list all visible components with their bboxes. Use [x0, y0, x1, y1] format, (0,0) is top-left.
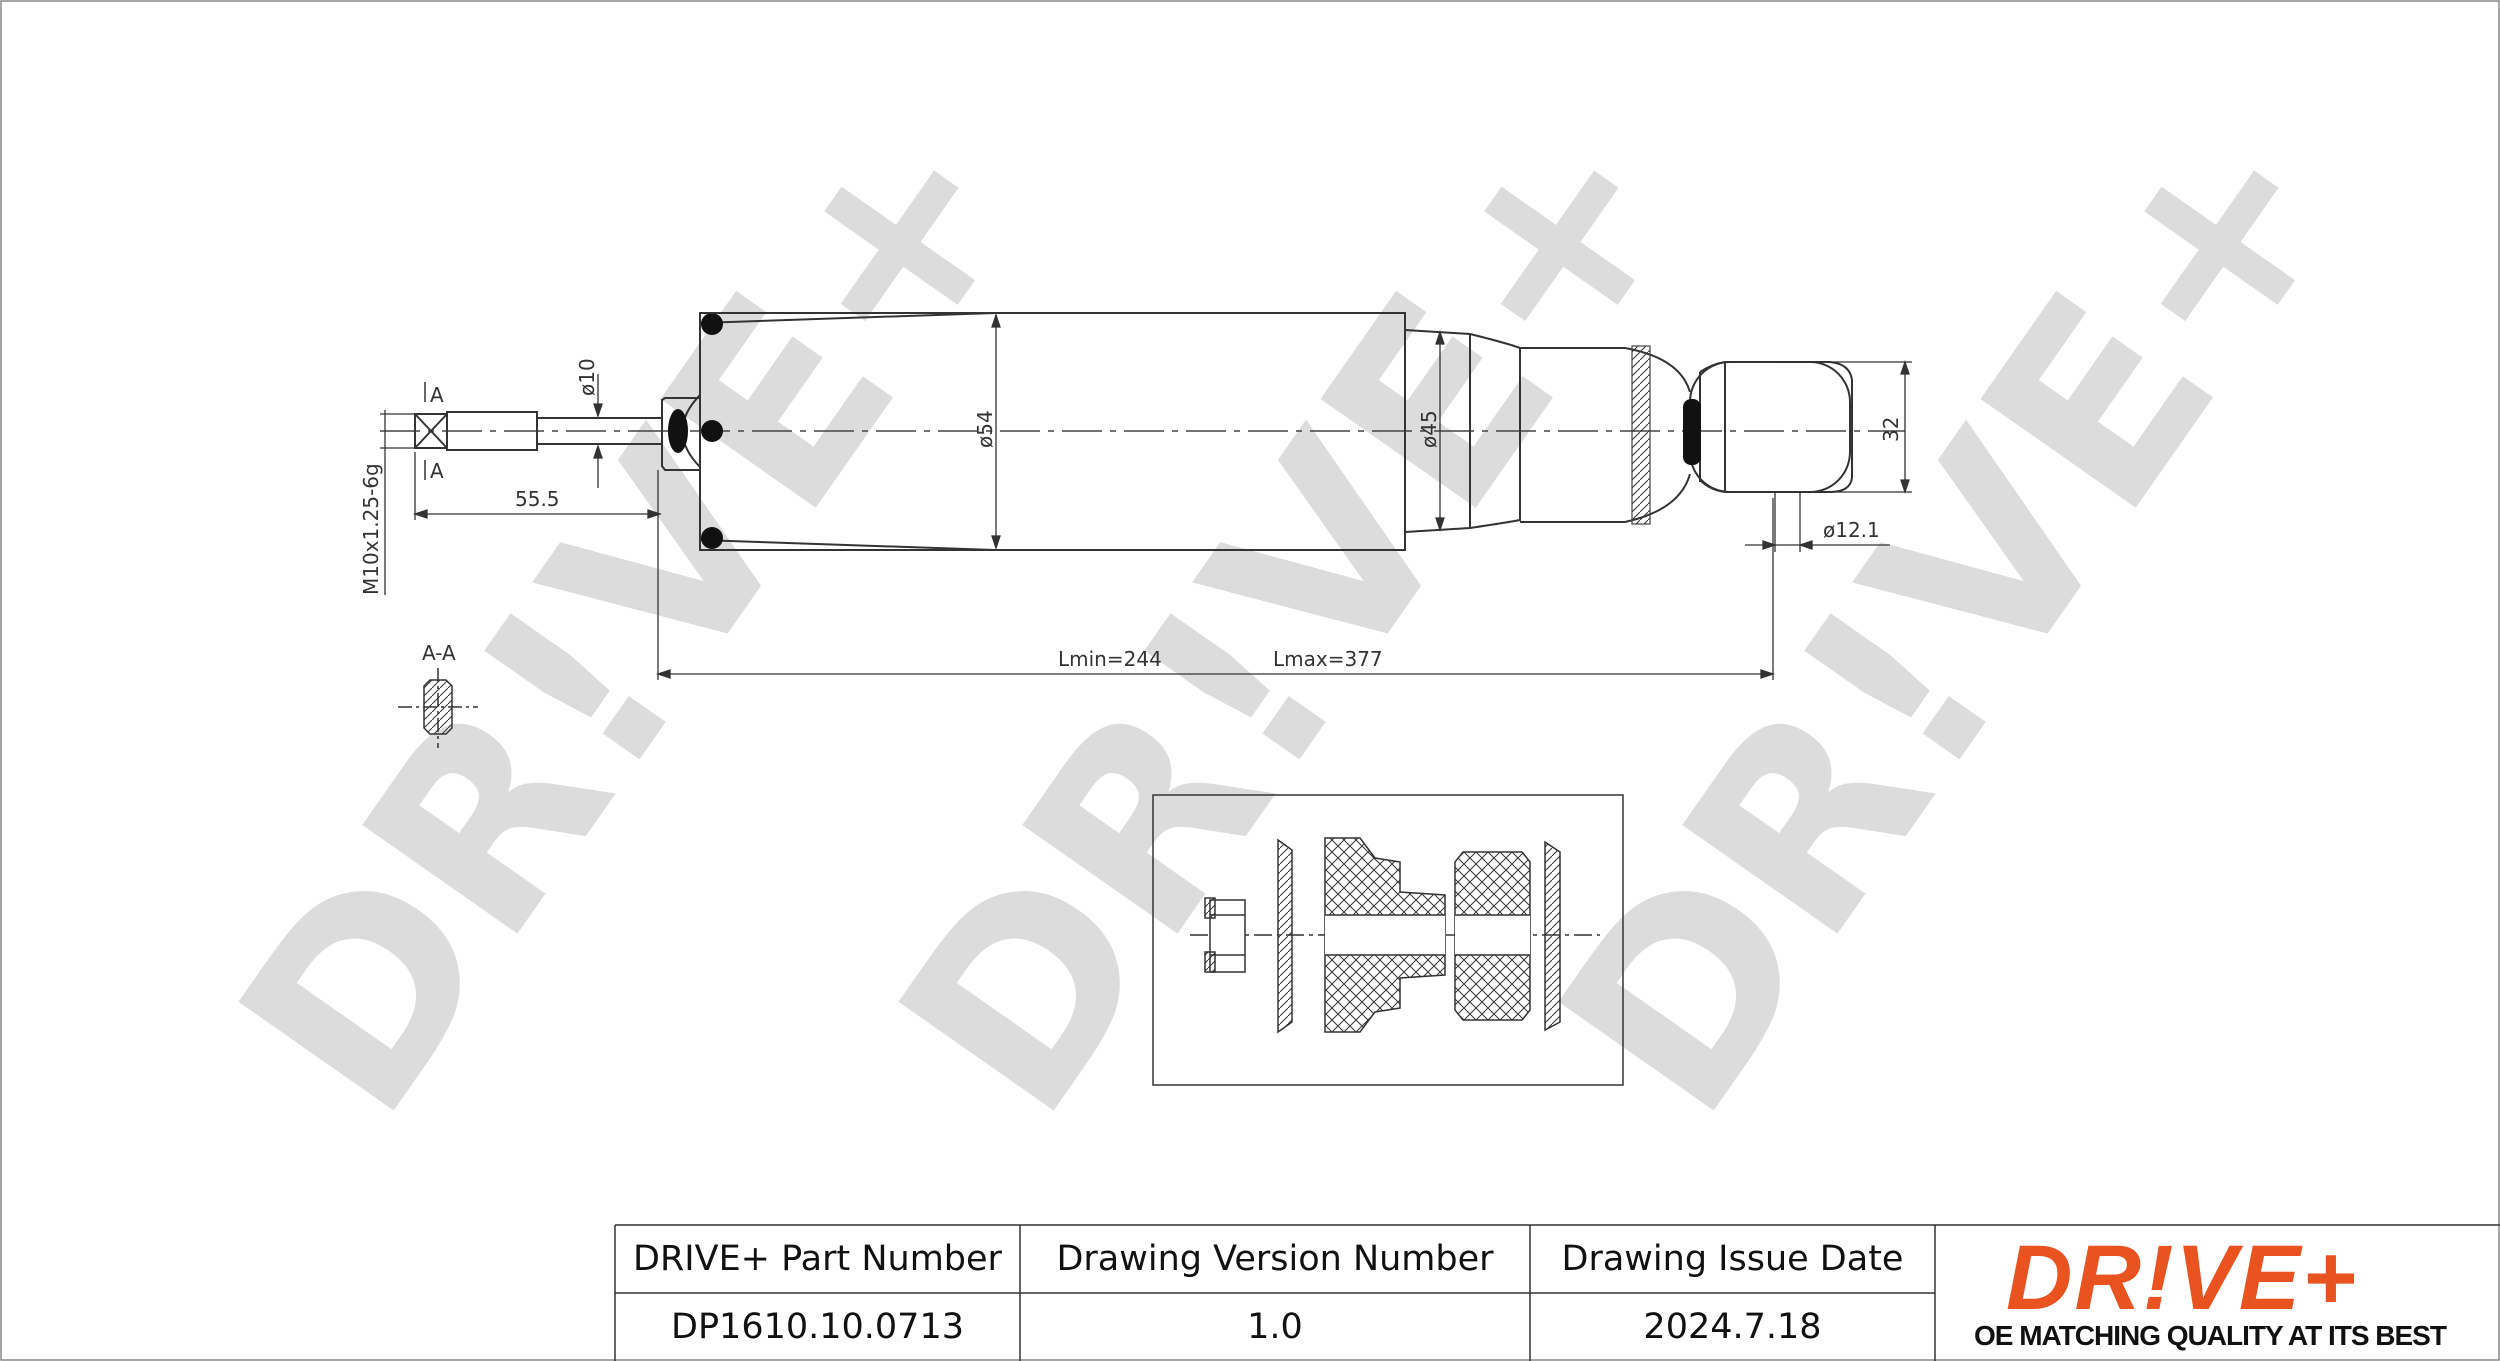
issue-date-label: Drawing Issue Date: [1561, 1239, 1904, 1279]
issue-date-value: 2024.7.18: [1643, 1307, 1822, 1347]
eye-bushing: [1683, 399, 1701, 465]
section-view: [398, 668, 478, 748]
dim-thread: [380, 410, 414, 595]
threaded-rod: [414, 397, 701, 471]
section-marker-bottom: A: [430, 459, 444, 483]
lmax-label: Lmax=377: [1273, 647, 1383, 671]
part-number-value: DP1610.10.0713: [671, 1307, 964, 1347]
eye-end: [1689, 361, 1853, 493]
knurled-band: [1631, 345, 1651, 525]
section-marker-top: A: [430, 383, 444, 407]
dim-eye-width: [1775, 359, 1912, 495]
dim-eye-bore: [1745, 492, 1890, 552]
part-number-label: DRIVE+ Part Number: [633, 1239, 1002, 1279]
dim-body-diameter: [991, 312, 1001, 551]
mounting-kit: [1152, 794, 1624, 1086]
dim-length: [655, 470, 1776, 680]
brand-logo-mark: DR!VE+: [2006, 1227, 2358, 1329]
thread-spec-label: M10x1.25-6g: [359, 463, 383, 595]
eye-width-label: 32: [1879, 417, 1903, 442]
rod-diameter-label: ø10: [575, 358, 599, 396]
title-block-lines: [614, 1224, 2500, 1361]
brand-tagline: OE MATCHING QUALITY AT ITS BEST: [1974, 1320, 2447, 1351]
brand-logo: DR!VE+ OE MATCHING QUALITY AT ITS BEST: [1960, 1227, 2490, 1358]
mount-dot-top: [701, 313, 723, 335]
dim-rod-length: [412, 452, 663, 520]
version-label: Drawing Version Number: [1056, 1239, 1494, 1279]
eye-bore-label: ø12.1: [1823, 518, 1880, 542]
section-view-label: A-A: [422, 641, 456, 665]
rod-length-label: 55.5: [515, 487, 560, 511]
neck-diameter-label: ø45: [1417, 410, 1441, 448]
mount-bushing: [668, 409, 688, 453]
dim-neck-diameter: [1435, 329, 1445, 533]
lmin-label: Lmin=244: [1058, 647, 1162, 671]
mount-dot-bottom: [701, 527, 723, 549]
mount-dot-center: [701, 420, 723, 442]
body-diameter-label: ø54: [973, 410, 997, 448]
version-value: 1.0: [1247, 1307, 1303, 1347]
dim-rod-diameter: [593, 374, 603, 488]
